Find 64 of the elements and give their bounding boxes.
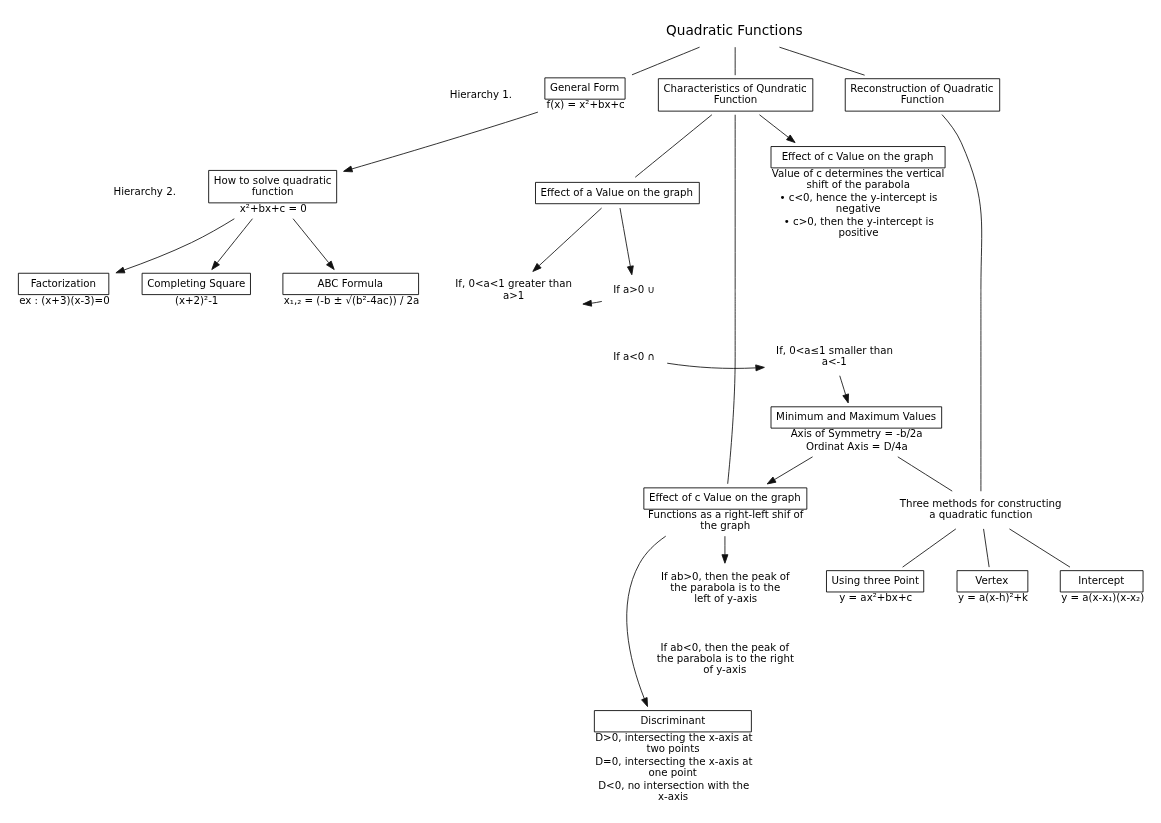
connector <box>779 46 866 76</box>
arrow <box>619 207 634 276</box>
node-text: If ab>0, then the peak of the parabola is to the left of y-axis <box>660 570 790 604</box>
arrow <box>666 362 765 372</box>
node-box: Reconstruction of Quadratic Function <box>844 78 1001 112</box>
node-label: D>0, intersecting the x-axis at two points <box>595 731 753 755</box>
node-text: If a<0 ∩ <box>613 350 656 362</box>
node-box: Minimum and Maximum Values <box>770 406 943 429</box>
node-text: If, 0<a<1 greater than a>1 <box>455 278 573 301</box>
connector <box>1009 528 1071 568</box>
node-text: If, 0<a≤1 smaller than a<-1 <box>776 344 894 368</box>
arrow <box>626 535 667 707</box>
arrow <box>759 114 796 143</box>
node-label: y = a(x-h)²+k <box>957 592 1029 604</box>
node-label: Axis of Symmetry = -b/2a <box>790 428 923 440</box>
node-label: Functions as a right-left shif of the graph <box>648 509 804 532</box>
node-label: Value of c determines the vertical shift of the parabola <box>771 167 945 191</box>
node-label: x²+bx+c = 0 <box>239 202 307 214</box>
node-box: Intercept <box>1059 570 1144 593</box>
node-box: Characteristics of Qundratic Function <box>657 78 814 112</box>
node-box: Using three Point <box>826 570 925 593</box>
connector <box>631 46 700 76</box>
connector <box>727 114 736 485</box>
connector <box>902 528 957 568</box>
node-label: D=0, intersecting the x-axis at one point <box>595 755 753 778</box>
label: Hierarchy 2. <box>113 186 176 198</box>
arrow <box>766 456 813 485</box>
arrow <box>721 535 729 564</box>
connector <box>634 114 713 178</box>
arrow <box>292 218 335 270</box>
label: If ab<0, then the peak of the parabola is to the right of y-axis <box>656 641 794 676</box>
connector <box>897 456 953 492</box>
node-text: Three methods for constructing a quadratic function <box>899 498 1062 521</box>
arrow <box>839 375 849 404</box>
node-box: Completing Square <box>141 272 251 296</box>
label: Hierarchy 1. <box>449 88 513 100</box>
node-box: ABC Formula <box>282 272 419 296</box>
node-label: (x+2)²-1 <box>174 294 219 306</box>
node-label: • c<0, hence the y-intercept is negative <box>779 191 938 214</box>
node-box: Effect of c Value on the graph <box>770 146 946 169</box>
node-box: Discriminant <box>593 710 752 733</box>
node-label: • c>0, then the y-intercept is positive <box>783 215 934 238</box>
node-box: Effect of c Value on the graph <box>643 487 808 510</box>
connector <box>983 528 990 568</box>
node-label: Ordinat Axis = D/4a <box>805 440 908 452</box>
node-label: D<0, no intersection with the x-axis <box>598 779 750 802</box>
node-box: Factorization <box>17 272 110 296</box>
node-label: ex : (x+3)(x-3)=0 <box>19 294 110 306</box>
node-label: f(x) = x²+bx+c <box>546 99 625 111</box>
arrow <box>582 299 603 307</box>
connector <box>941 114 983 492</box>
node-label: y = a(x-x₁)(x-x₂) <box>1061 592 1145 604</box>
node-label: y = ax²+bx+c <box>839 592 913 604</box>
node-box: Vertex <box>956 570 1029 593</box>
arrow <box>211 218 253 270</box>
arrow <box>343 111 539 173</box>
node-text: Quadratic Functions <box>666 22 803 39</box>
arrow <box>115 218 235 274</box>
node-box: How to solve quadratic function <box>208 170 338 204</box>
node-box: Effect of a Value on the graph <box>535 181 700 205</box>
node-label: x₁,₂ = (-b ± √(b²-4ac)) / 2a <box>283 294 420 306</box>
node-box: General Form <box>544 77 626 100</box>
node-text: If a>0 ∪ <box>613 284 656 296</box>
arrow <box>532 207 602 272</box>
